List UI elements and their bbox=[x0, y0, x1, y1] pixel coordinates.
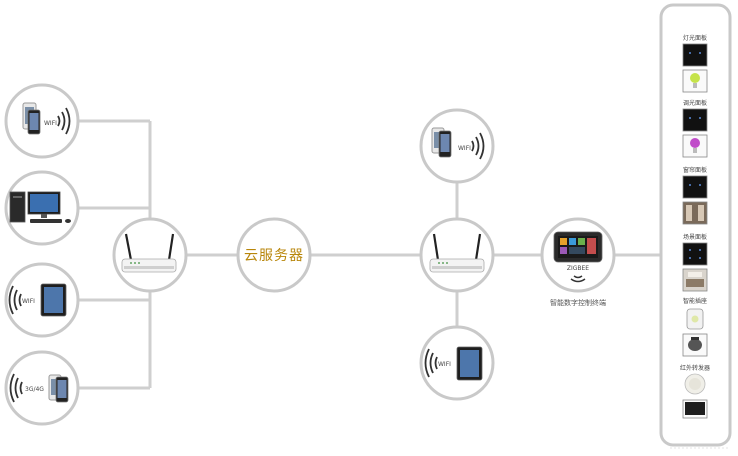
controller-caption: 智能数字控制终端 bbox=[550, 298, 606, 307]
router-icon bbox=[429, 233, 485, 273]
smart-device-panel: 灯光面板 调光面板 窗帘面板 bbox=[659, 3, 732, 447]
curtain-switch-icon bbox=[682, 175, 708, 199]
room-scene-icon bbox=[682, 268, 708, 292]
router-icon bbox=[121, 233, 177, 273]
wireless-signal-icon bbox=[570, 275, 586, 283]
curtain-icon bbox=[682, 201, 708, 225]
wifi-label: WIFI bbox=[438, 361, 451, 368]
node-tablet-wifi-right: WIFI bbox=[419, 325, 495, 401]
tablet-icon bbox=[456, 346, 483, 381]
panel-label-scene: 场景面板 bbox=[683, 233, 707, 241]
wifi-label: WIFI bbox=[458, 145, 471, 152]
panel-label-curtain: 窗帘面板 bbox=[683, 166, 707, 174]
node-tablet-wifi-left: WIFI bbox=[4, 262, 80, 338]
connection-lines bbox=[78, 119, 660, 390]
desktop-computer-icon bbox=[9, 191, 71, 223]
television-icon bbox=[682, 399, 708, 419]
ir-transmitter-icon bbox=[684, 373, 706, 395]
wifi-label: WIFI bbox=[44, 120, 57, 127]
node-router-right bbox=[419, 217, 495, 293]
node-phone-3g4g: 3G/4G bbox=[4, 350, 80, 426]
wifi-waves-icon bbox=[57, 107, 71, 135]
node-controller: ZIGBEE bbox=[540, 217, 616, 293]
phone-icon bbox=[22, 102, 41, 135]
color-bulb-icon bbox=[682, 134, 708, 158]
smart-socket-icon bbox=[686, 308, 704, 330]
light-switch-icon bbox=[682, 43, 708, 67]
node-desktop bbox=[4, 170, 80, 246]
node-router-left bbox=[112, 217, 188, 293]
panel-label-light: 灯光面板 bbox=[683, 34, 707, 42]
panel-label-socket: 智能插座 bbox=[683, 297, 707, 305]
phone-icon bbox=[431, 127, 452, 158]
scene-switch-icon bbox=[682, 242, 708, 266]
node-cloud-server: 云服务器 bbox=[236, 217, 312, 293]
touch-panel-icon bbox=[553, 231, 603, 263]
light-bulb-icon bbox=[682, 69, 708, 93]
zigbee-label: ZIGBEE bbox=[567, 265, 589, 272]
node-phone-wifi-right: WIFI bbox=[419, 108, 495, 184]
tablet-icon bbox=[40, 283, 67, 317]
cloud-server-label: 云服务器 bbox=[244, 248, 304, 264]
wifi-label: WIFI bbox=[22, 298, 35, 305]
rice-cooker-icon bbox=[682, 333, 708, 357]
phone-icon bbox=[48, 374, 69, 403]
network-label: 3G/4G bbox=[25, 386, 44, 393]
panel-label-dimmer: 调光面板 bbox=[683, 99, 707, 107]
dimmer-switch-icon bbox=[682, 108, 708, 132]
wifi-waves-icon bbox=[471, 132, 485, 160]
wifi-waves-icon bbox=[8, 285, 22, 315]
wifi-waves-icon bbox=[9, 373, 23, 403]
node-phone-wifi-left: WIFI bbox=[4, 83, 80, 159]
panel-label-ir: 红外转发器 bbox=[680, 364, 710, 372]
wifi-waves-icon bbox=[424, 348, 438, 378]
